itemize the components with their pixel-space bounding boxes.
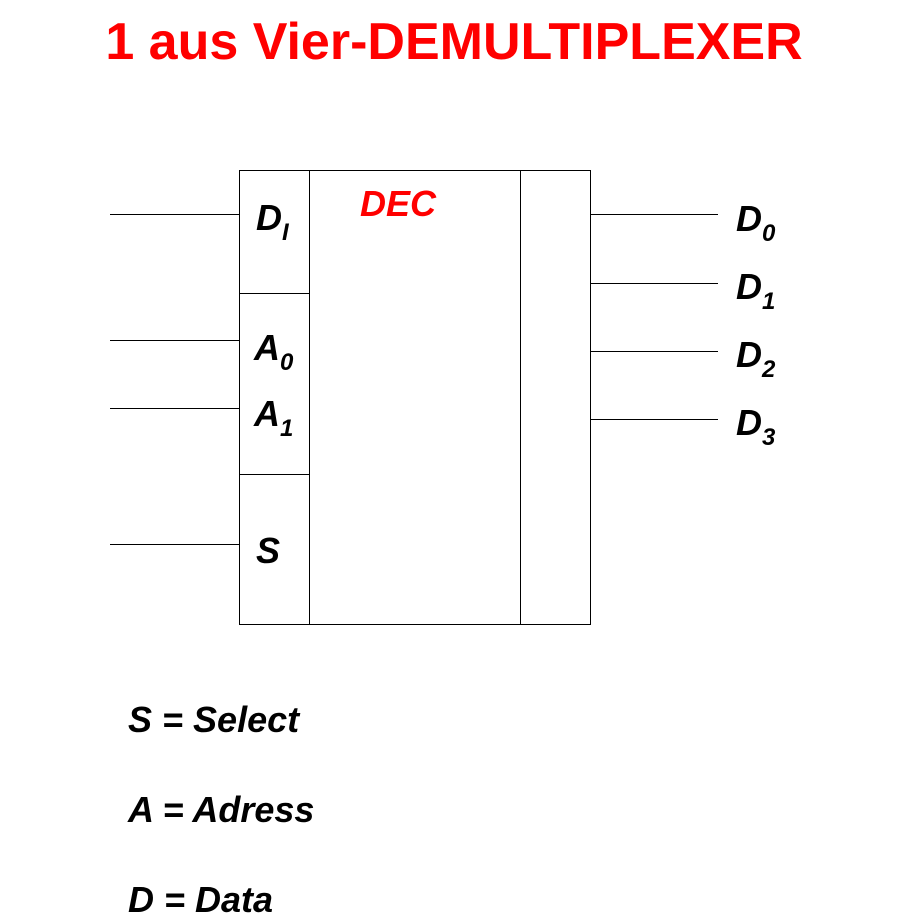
output-label-d0: D0 xyxy=(736,198,776,248)
decoder-label: DEC xyxy=(360,183,437,224)
input-label-select: S xyxy=(256,530,281,571)
legend-address: A = Adress xyxy=(128,789,315,830)
demux-block-outline xyxy=(239,170,591,625)
output-label-d3: D3 xyxy=(736,402,776,452)
input-label-address1: A1 xyxy=(254,393,294,443)
diagram-title: 1 aus Vier-DEMULTIPLEXER xyxy=(105,13,803,71)
input-label-data: DI xyxy=(256,197,289,247)
input-label-address0: A0 xyxy=(254,327,294,377)
legend-select: S = Select xyxy=(128,699,300,740)
output-label-d1: D1 xyxy=(736,266,776,316)
legend-data: D = Data xyxy=(128,879,274,920)
output-label-d2: D2 xyxy=(736,334,776,384)
